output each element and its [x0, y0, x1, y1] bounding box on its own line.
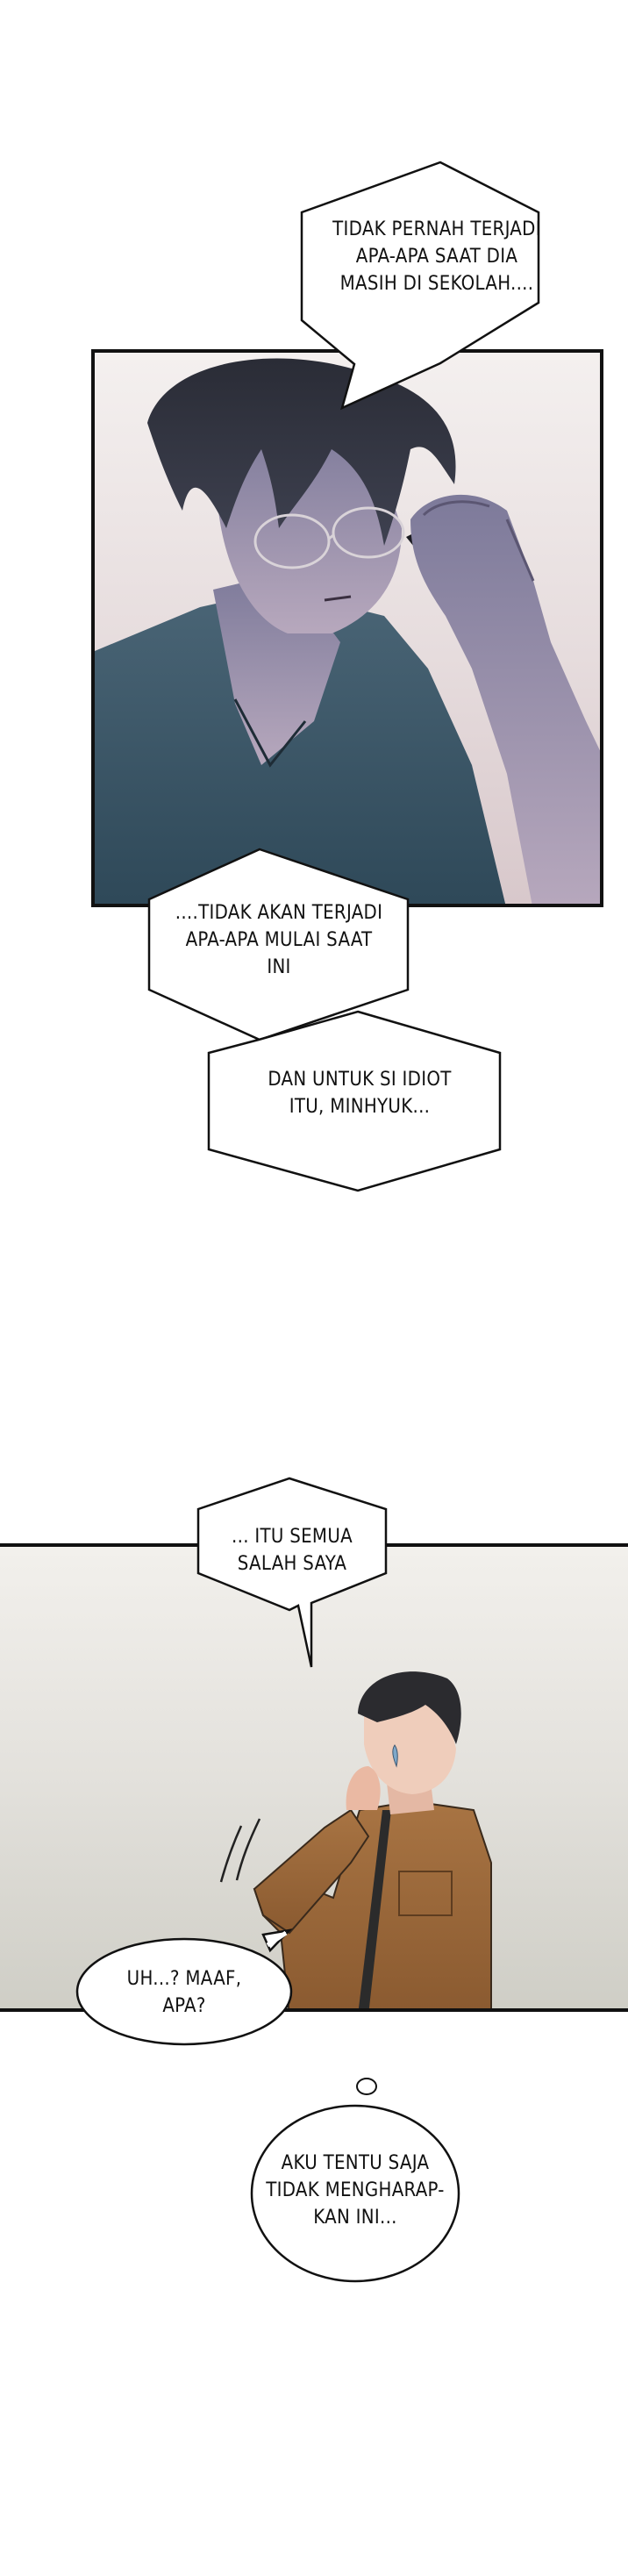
brown-jacket-man-illustration [219, 1671, 492, 2008]
speech-bubble-1: TIDAK PERNAH TERJADI APA-APA SAAT DIA MA… [332, 218, 541, 295]
speech-bubble-shape-4 [196, 1477, 388, 1668]
panel-brown-jacket-phone-call [0, 1543, 628, 2012]
speech-bubble-shape-3 [207, 1010, 502, 1192]
panel-glasses-phone-call [91, 349, 603, 907]
speech-bubble-4: ... ITU SEMUA SALAH SAYA [232, 1526, 353, 1575]
thought-bubble-shape-6 [250, 2078, 460, 2283]
glasses-man-illustration [95, 358, 600, 904]
speech-bubble-3: DAN UNTUK SI IDIOT ITU, MINHYUK... [268, 1069, 452, 1118]
thought-bubble-6: AKU TENTU SAJA TIDAK MENGHARAP- KAN INI.… [266, 2152, 445, 2229]
speech-bubble-2: ....TIDAK AKAN TERJADI APA-APA MULAI SAA… [175, 902, 383, 978]
speech-bubble-5: UH...? MAAF, APA? [126, 1968, 242, 2017]
speech-bubble-shape-1 [300, 161, 540, 411]
speech-bubble-shape-5 [75, 1928, 293, 2046]
